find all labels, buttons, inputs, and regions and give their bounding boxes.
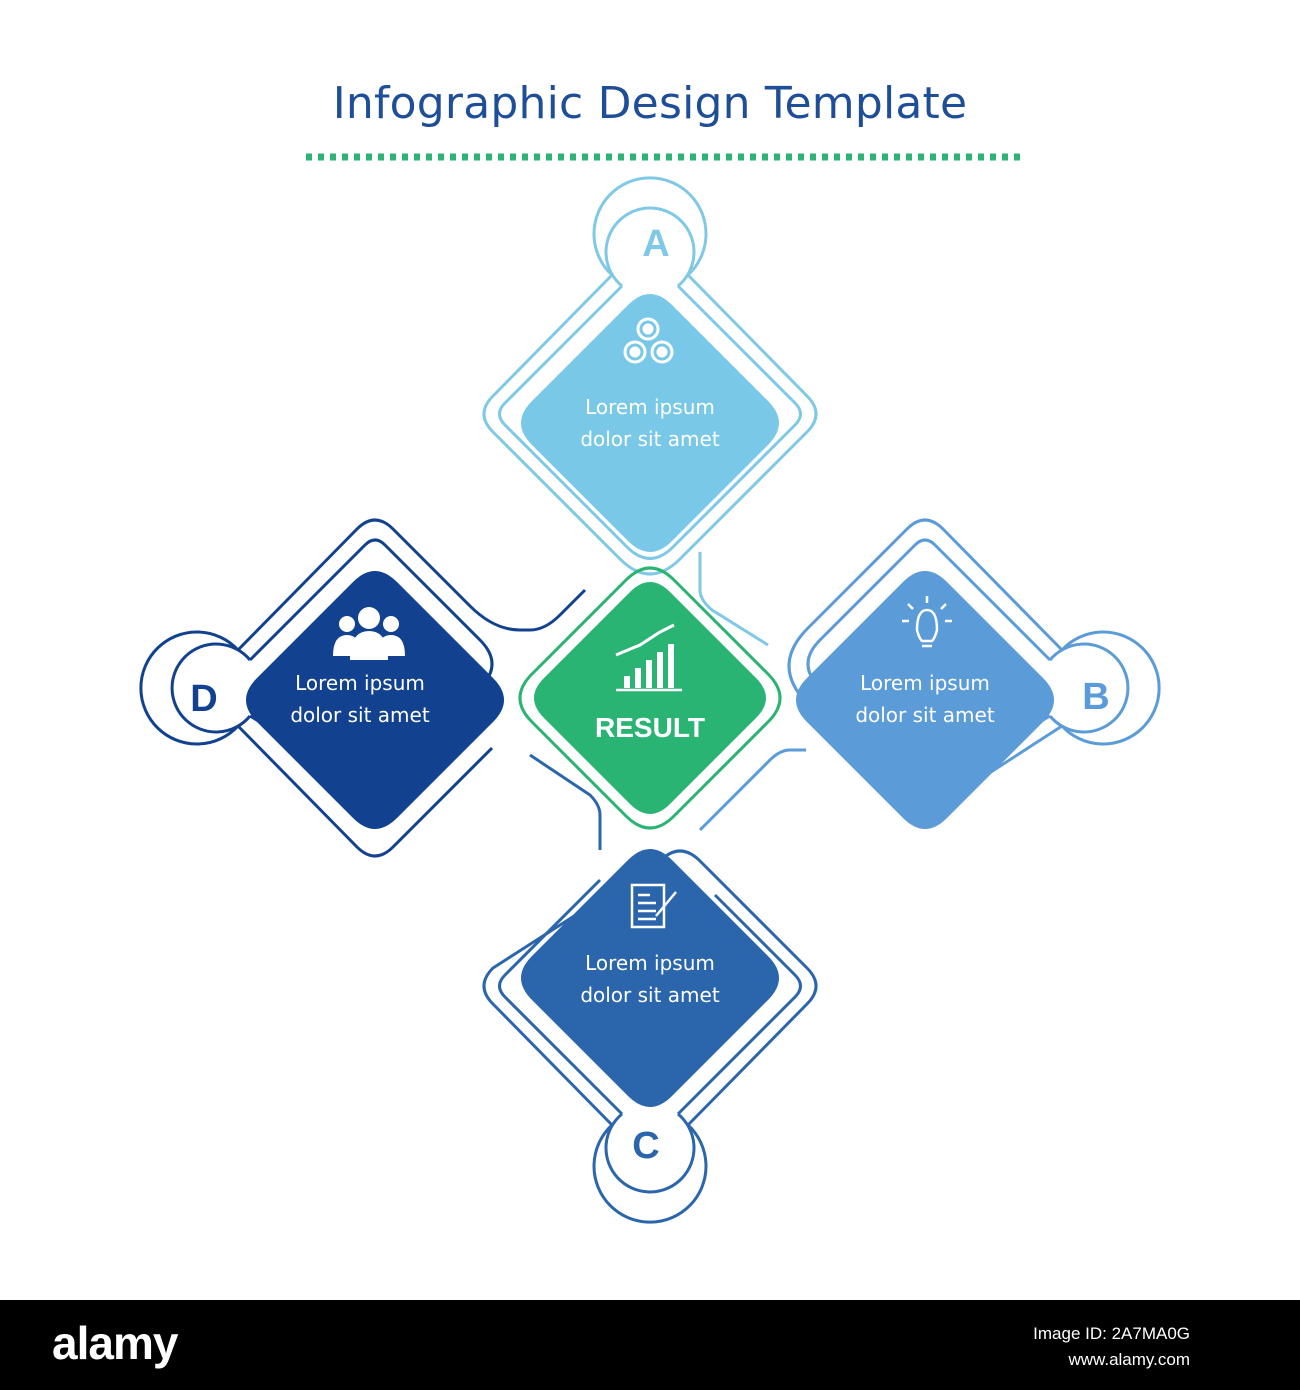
node-d: D Lorem ipsum dolor sit amet <box>139 518 587 858</box>
node-c-connector-line <box>529 753 602 850</box>
result-outer-frame <box>518 566 782 830</box>
node-c-letter: C <box>632 1125 659 1167</box>
node-b-text-line2: dolor sit amet <box>855 703 995 727</box>
image-id-text: Image ID: 2A7MA0G <box>1033 1324 1190 1343</box>
node-b-card <box>796 571 1054 829</box>
node-d-text-line1: Lorem ipsum <box>295 671 425 695</box>
growth-chart-icon <box>615 623 682 692</box>
node-c: C Lorem ipsum dolor sit amet <box>482 753 818 1224</box>
node-b-letter-ring-outer <box>1060 630 1161 746</box>
node-c-letter-ring-inner <box>604 1112 696 1194</box>
node-c-outer-frame <box>482 849 818 1127</box>
node-a: A Lorem ipsum dolor sit amet <box>482 176 818 647</box>
site-url-link[interactable]: www.alamy.com <box>1068 1350 1190 1369</box>
node-c-card <box>521 849 779 1107</box>
footer-bar: alamy Image ID: 2A7MA0G www.alamy.com <box>0 1300 1300 1390</box>
node-result: RESULT <box>518 566 782 830</box>
node-d-outer-frame-bottom <box>236 724 494 858</box>
node-a-connector-line <box>698 552 769 647</box>
node-d-letter-ring-outer <box>139 630 240 746</box>
node-a-text-line1: Lorem ipsum <box>585 395 715 419</box>
node-b-letter-ring-inner <box>1048 642 1130 734</box>
node-c-text-line2: dolor sit amet <box>580 983 720 1007</box>
gears-icon <box>623 317 674 364</box>
node-d-card <box>246 571 504 829</box>
node-b-text-line1: Lorem ipsum <box>860 671 990 695</box>
node-a-letter-ring-outer <box>592 176 708 277</box>
result-label: RESULT <box>595 712 705 743</box>
node-c-inner-frame-left <box>498 878 624 1116</box>
node-c-letter-ring-outer <box>592 1123 708 1224</box>
lightbulb-icon <box>902 596 952 648</box>
node-d-outer-frame <box>236 518 587 652</box>
page-title: Infographic Design Template <box>332 78 968 129</box>
node-b-connector-line <box>698 748 806 832</box>
document-pen-icon <box>630 883 677 929</box>
node-a-inner-frame <box>498 284 802 560</box>
people-group-icon <box>333 607 405 660</box>
node-b-letter: B <box>1082 676 1109 718</box>
node-c-text-line1: Lorem ipsum <box>585 951 715 975</box>
node-a-outer-frame <box>482 273 818 576</box>
brand-logo: alamy <box>52 1317 178 1369</box>
infographic-diagram: A Lorem ipsum dolor sit amet B Lorem ips… <box>139 153 1161 1224</box>
node-b: B Lorem ipsum dolor sit amet <box>698 518 1161 832</box>
node-d-text-line2: dolor sit amet <box>290 703 430 727</box>
node-a-card <box>521 294 779 552</box>
node-d-letter-ring-inner <box>170 642 252 734</box>
result-card <box>534 582 766 814</box>
node-a-text-line2: dolor sit amet <box>580 427 720 451</box>
node-a-letter-ring-inner <box>604 206 696 288</box>
node-d-letter: D <box>190 678 217 720</box>
node-a-letter: A <box>642 223 669 265</box>
node-c-inner-frame <box>676 893 802 1116</box>
